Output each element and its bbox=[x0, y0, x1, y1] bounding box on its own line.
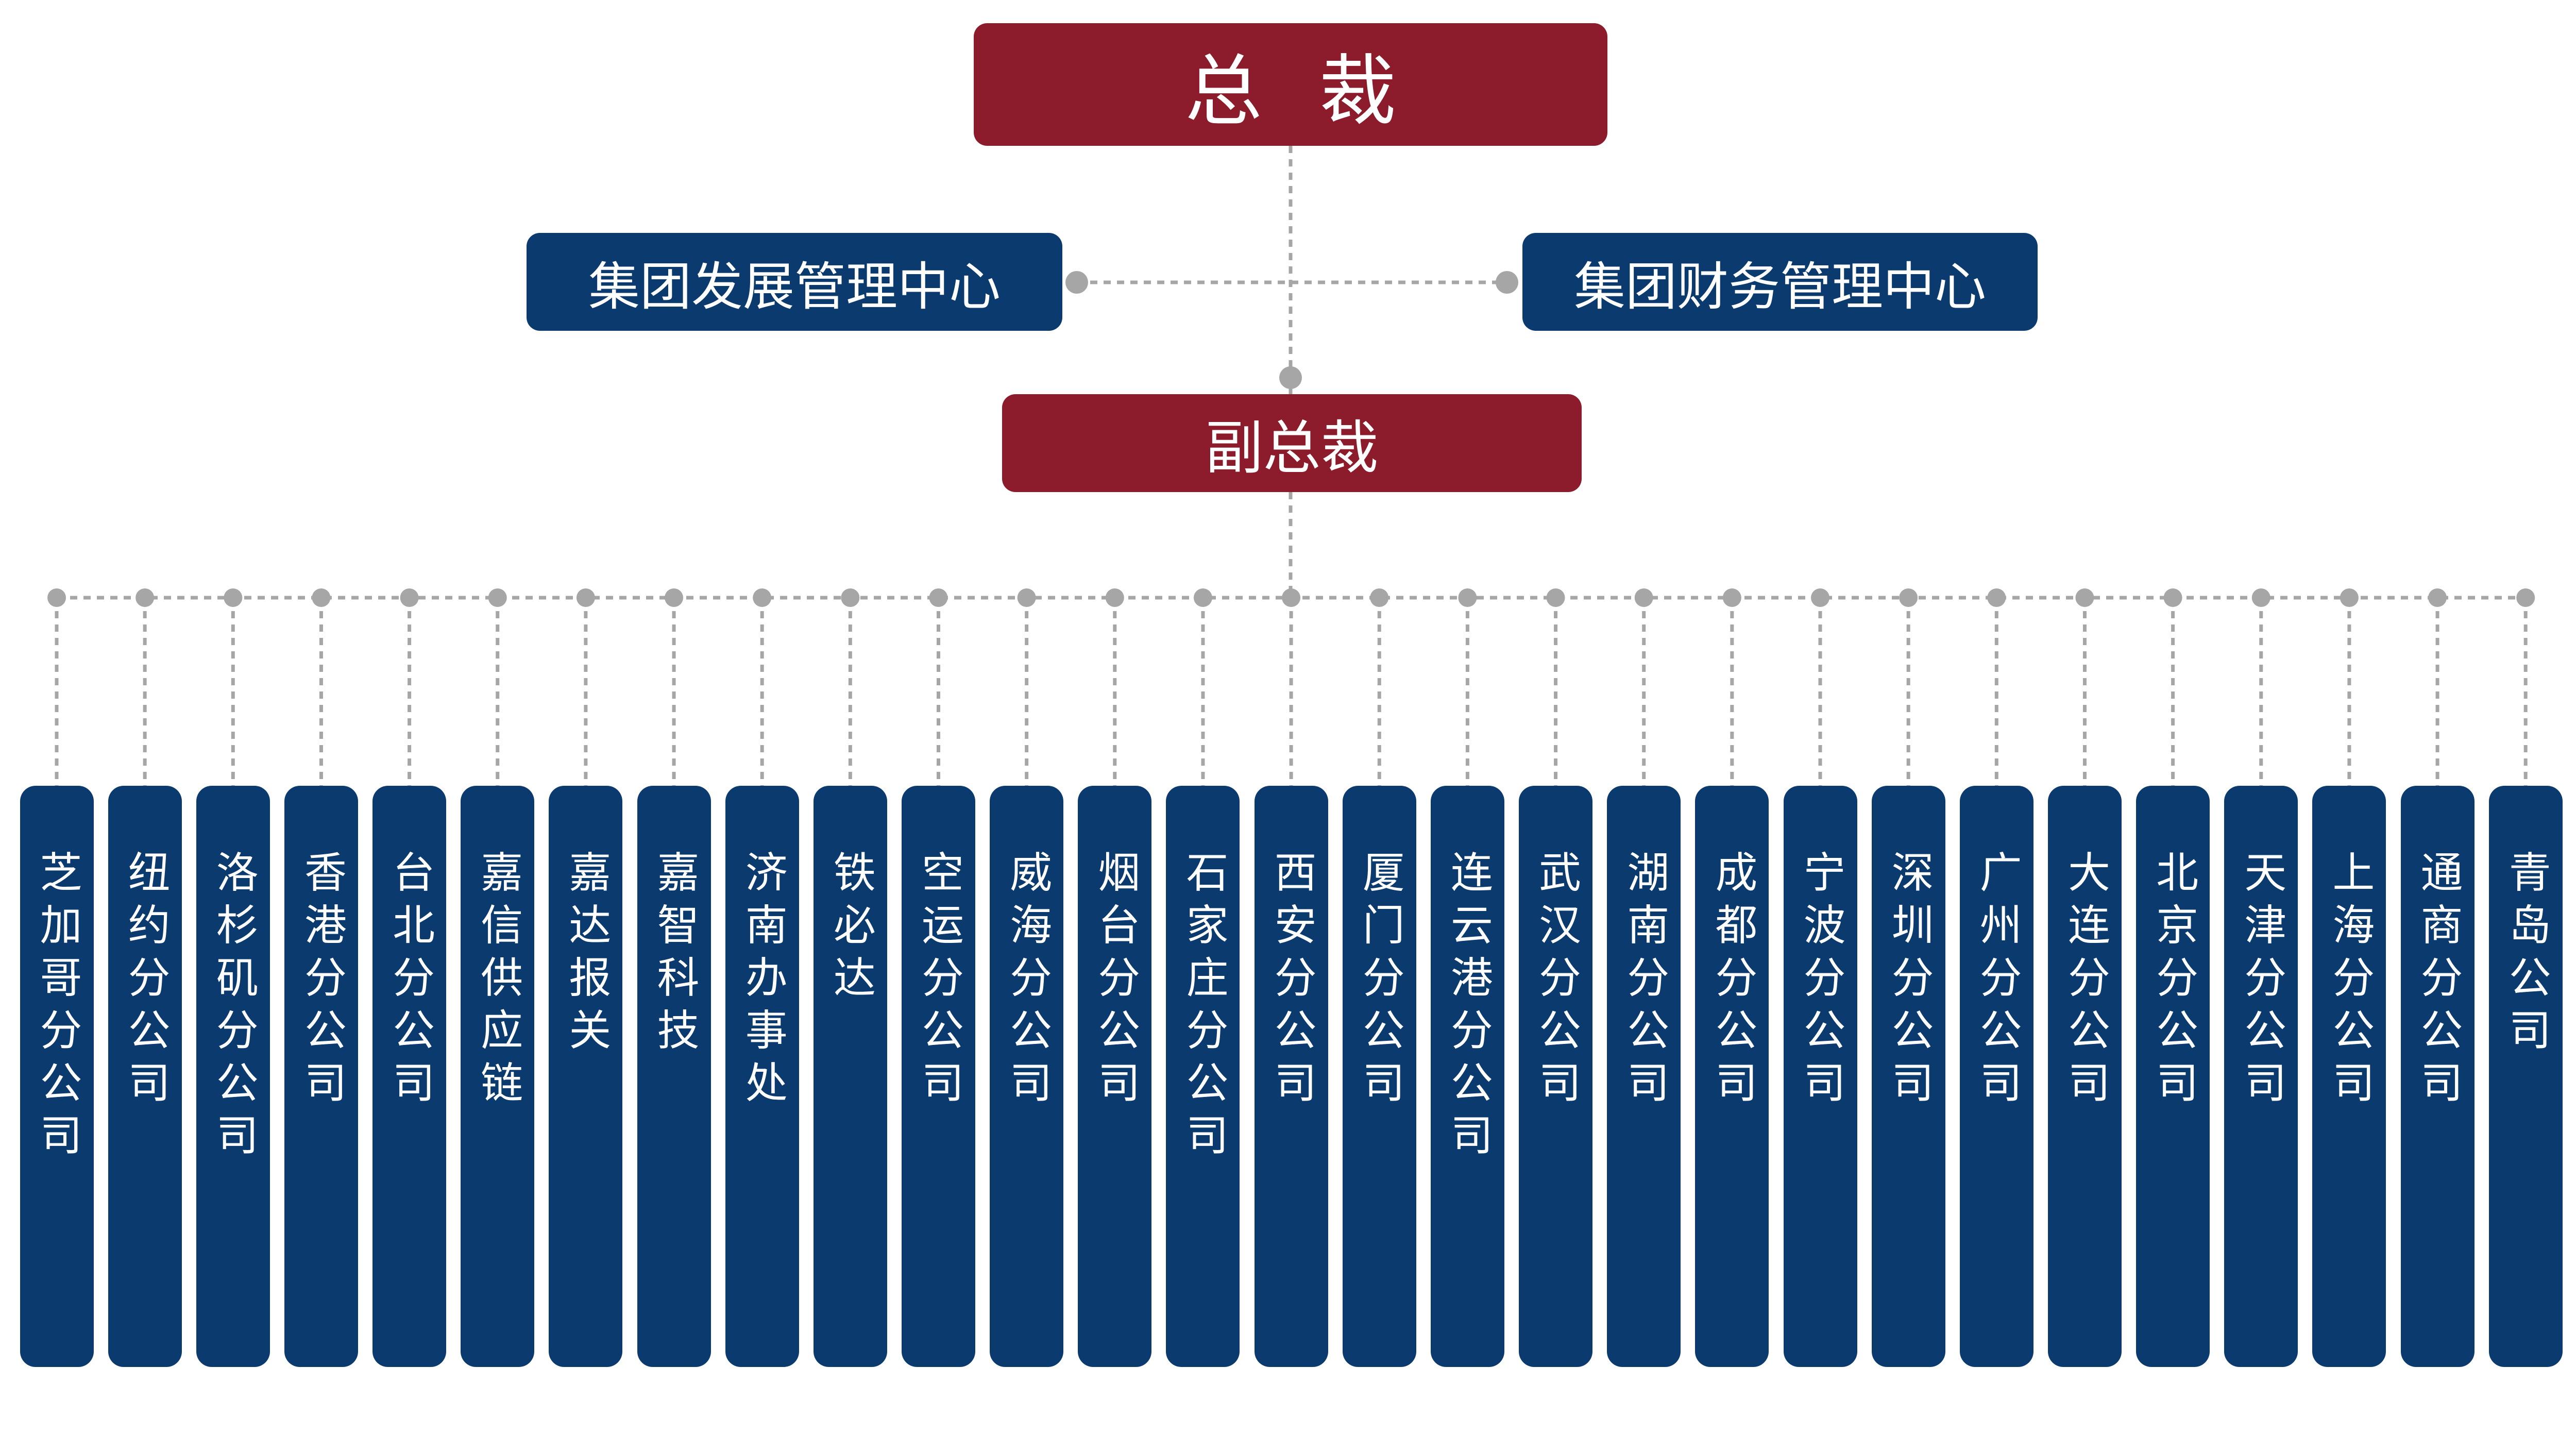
branch-box: 武汉分公司 bbox=[1519, 786, 1593, 1367]
branch-label: 台北分公司 bbox=[385, 850, 434, 1113]
connector-dot bbox=[929, 588, 948, 607]
branch-label: 石家庄分公司 bbox=[1178, 850, 1228, 1166]
branch-box: 济南办事处 bbox=[725, 786, 799, 1367]
branch-label: 西安分公司 bbox=[1267, 850, 1316, 1113]
group-development-center-box: 集团发展管理中心 bbox=[527, 233, 1062, 331]
branch-label: 厦门分公司 bbox=[1355, 850, 1404, 1113]
connector-dot bbox=[1496, 271, 1518, 294]
connector-dot bbox=[1811, 588, 1829, 607]
connector-dot bbox=[2340, 588, 2359, 607]
connector-dot bbox=[1193, 588, 1212, 607]
branch-box: 台北分公司 bbox=[372, 786, 447, 1367]
connector-dot bbox=[2075, 588, 2094, 607]
branch-label: 成都分公司 bbox=[1707, 850, 1757, 1113]
branch-box: 空运分公司 bbox=[902, 786, 975, 1367]
branch-box: 芝加哥分公司 bbox=[20, 786, 94, 1367]
branch-label: 宁波分公司 bbox=[1796, 850, 1845, 1113]
branch-label: 嘉信供应链 bbox=[473, 850, 522, 1113]
branch-box: 大连分公司 bbox=[2047, 786, 2122, 1367]
branch-box: 青岛公司 bbox=[2488, 786, 2563, 1367]
connector-dot bbox=[2163, 588, 2182, 607]
connector-dot bbox=[1987, 588, 2006, 607]
branch-label: 铁必达 bbox=[826, 850, 875, 1008]
branch-box: 香港分公司 bbox=[284, 786, 358, 1367]
branch-box: 威海分公司 bbox=[990, 786, 1064, 1367]
group-finance-center-box: 集团财务管理中心 bbox=[1522, 233, 2038, 331]
connector-dot bbox=[2251, 588, 2270, 607]
branch-label: 青岛公司 bbox=[2501, 850, 2551, 1060]
branch-box: 嘉信供应链 bbox=[461, 786, 535, 1367]
branch-label: 济南办事处 bbox=[738, 850, 787, 1113]
branch-label: 嘉达报关 bbox=[561, 850, 611, 1060]
branch-label: 湖南分公司 bbox=[1619, 850, 1669, 1113]
connector-dot bbox=[753, 588, 772, 607]
branch-box: 天津分公司 bbox=[2224, 786, 2298, 1367]
branch-label: 芝加哥分公司 bbox=[32, 850, 81, 1166]
connector-dot bbox=[1722, 588, 1741, 607]
connector-dot bbox=[312, 588, 331, 607]
branch-label: 威海分公司 bbox=[1002, 850, 1052, 1113]
connector-dot bbox=[1546, 588, 1565, 607]
branch-label: 烟台分公司 bbox=[1090, 850, 1140, 1113]
connector-dot bbox=[1370, 588, 1389, 607]
branch-box: 西安分公司 bbox=[1254, 786, 1328, 1367]
branch-box: 宁波分公司 bbox=[1783, 786, 1857, 1367]
connector-dot bbox=[224, 588, 243, 607]
branch-label: 天津分公司 bbox=[2236, 850, 2286, 1113]
branch-box: 铁必达 bbox=[813, 786, 887, 1367]
branch-label: 武汉分公司 bbox=[1531, 850, 1581, 1113]
branch-label: 深圳分公司 bbox=[1884, 850, 1934, 1113]
branch-box: 通商分公司 bbox=[2400, 786, 2475, 1367]
connector-dot bbox=[1065, 271, 1088, 294]
connector-dot bbox=[1282, 588, 1301, 607]
connector-dot bbox=[1458, 588, 1477, 607]
branch-box: 深圳分公司 bbox=[1871, 786, 1945, 1367]
branch-label: 空运分公司 bbox=[914, 850, 963, 1113]
connector-dot bbox=[488, 588, 507, 607]
branch-label: 广州分公司 bbox=[1972, 850, 2022, 1113]
branch-label: 大连分公司 bbox=[2060, 850, 2110, 1113]
branch-box: 广州分公司 bbox=[1959, 786, 2033, 1367]
connector-dot bbox=[1899, 588, 1918, 607]
branch-label: 洛杉矶分公司 bbox=[209, 850, 258, 1166]
branch-box: 纽约分公司 bbox=[108, 786, 182, 1367]
branch-label: 通商分公司 bbox=[2413, 850, 2463, 1113]
branch-box: 嘉达报关 bbox=[549, 786, 623, 1367]
branch-label: 上海分公司 bbox=[2325, 850, 2374, 1113]
connector-dot bbox=[2428, 588, 2447, 607]
branch-label: 纽约分公司 bbox=[121, 850, 170, 1113]
connector-dot bbox=[2516, 588, 2535, 607]
branch-box: 烟台分公司 bbox=[1078, 786, 1152, 1367]
branch-box: 上海分公司 bbox=[2312, 786, 2386, 1367]
connector-dot bbox=[1105, 588, 1124, 607]
branch-box: 湖南分公司 bbox=[1607, 786, 1681, 1367]
connector-dot bbox=[576, 588, 595, 607]
connector-dot bbox=[1017, 588, 1036, 607]
branch-box: 北京分公司 bbox=[2136, 786, 2210, 1367]
vice-president-box: 副总裁 bbox=[1002, 394, 1582, 492]
branch-box: 嘉智科技 bbox=[637, 786, 711, 1367]
branch-label: 香港分公司 bbox=[297, 850, 346, 1113]
connector-dot bbox=[135, 588, 155, 607]
ceo-box: 总裁 bbox=[974, 23, 1607, 146]
connector-dot bbox=[47, 588, 66, 607]
connector-dot bbox=[665, 588, 684, 607]
branch-label: 北京分公司 bbox=[2148, 850, 2198, 1113]
connector-dot bbox=[400, 588, 419, 607]
branch-label: 嘉智科技 bbox=[650, 850, 699, 1060]
branch-box: 洛杉矶分公司 bbox=[196, 786, 270, 1367]
branch-box: 连云港分公司 bbox=[1430, 786, 1504, 1367]
branch-box: 厦门分公司 bbox=[1342, 786, 1416, 1367]
connector-dot bbox=[1279, 366, 1302, 389]
connector-dot bbox=[1634, 588, 1653, 607]
branch-box: 成都分公司 bbox=[1695, 786, 1769, 1367]
branch-label: 连云港分公司 bbox=[1443, 850, 1493, 1166]
branch-box: 石家庄分公司 bbox=[1166, 786, 1240, 1367]
connector-dot bbox=[841, 588, 860, 607]
